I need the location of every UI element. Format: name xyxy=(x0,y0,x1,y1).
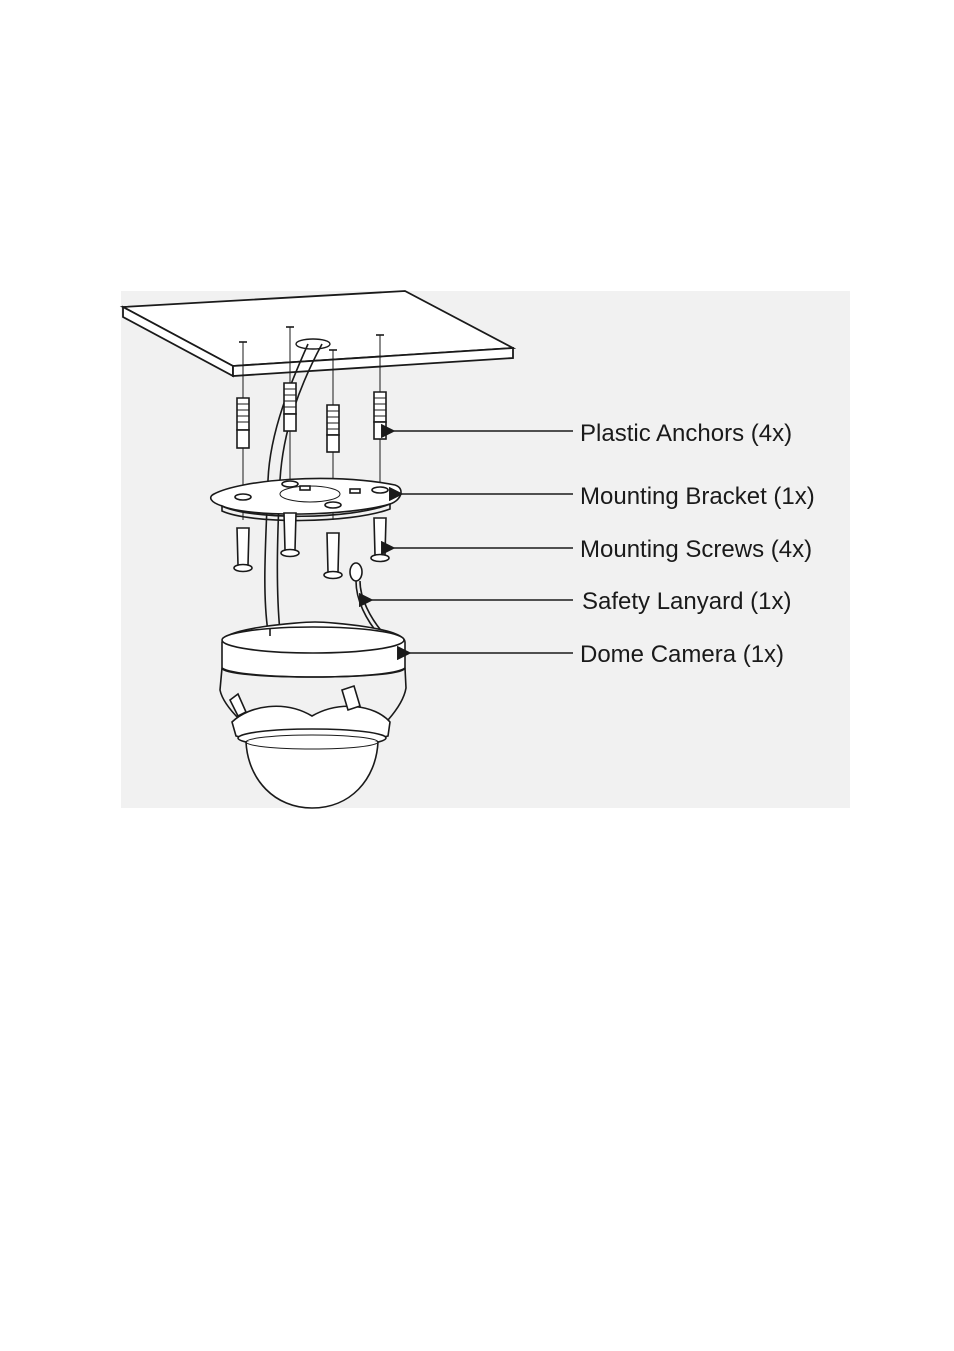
mounting-screw xyxy=(233,527,253,573)
label-mounting-screws: Mounting Screws (4x) xyxy=(580,536,812,563)
leader-arrows xyxy=(359,423,573,661)
dome-camera xyxy=(219,621,407,809)
plastic-anchor xyxy=(283,326,297,500)
label-mounting-bracket: Mounting Bracket (1x) xyxy=(580,483,815,510)
mounting-screw xyxy=(280,512,300,558)
mounting-bracket xyxy=(209,477,402,522)
plastic-anchor xyxy=(373,334,387,500)
mounting-screw xyxy=(370,517,390,563)
mounting-screws xyxy=(233,512,390,580)
label-dome-camera: Dome Camera (1x) xyxy=(580,641,784,668)
label-plastic-anchors: Plastic Anchors (4x) xyxy=(580,420,792,447)
label-safety-lanyard: Safety Lanyard (1x) xyxy=(582,588,791,615)
plastic-anchors xyxy=(236,326,387,520)
mounting-screw xyxy=(323,532,343,580)
